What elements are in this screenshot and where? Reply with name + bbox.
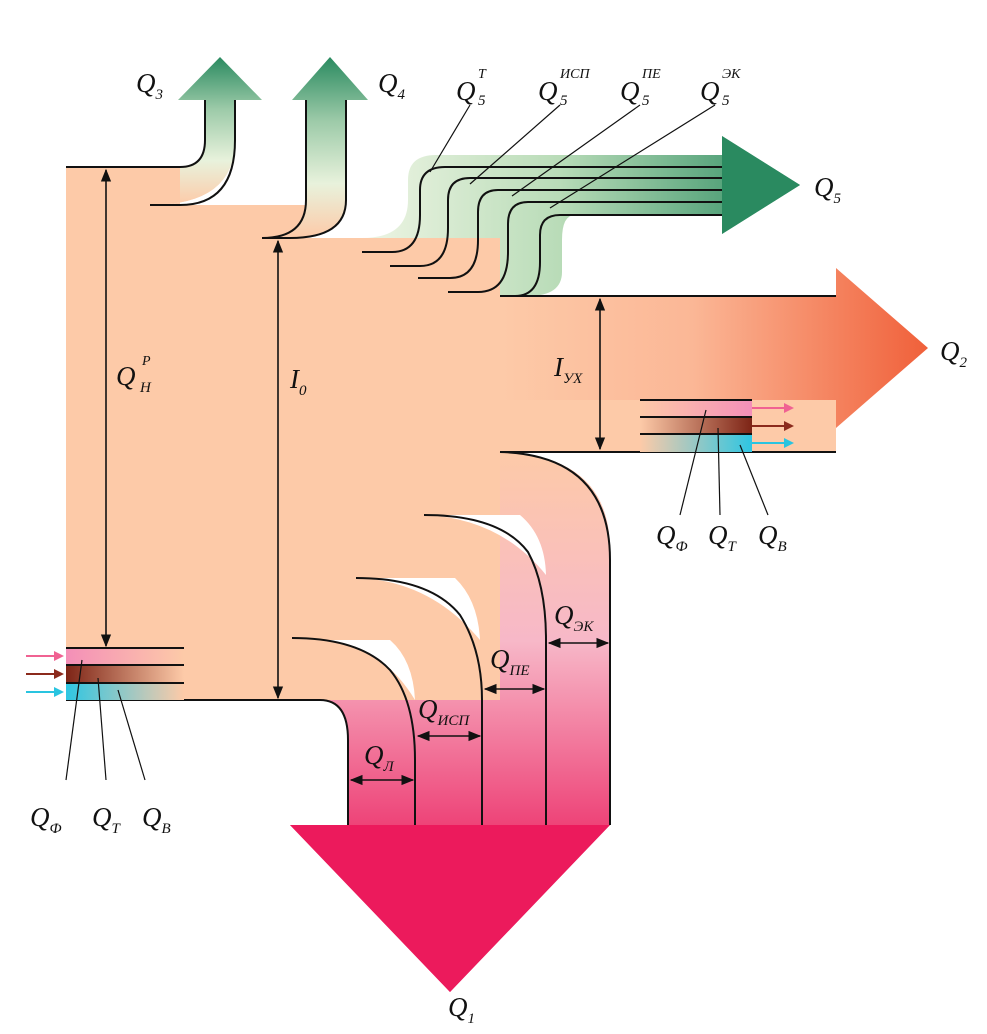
svg-text:ПЕ: ПЕ <box>641 67 661 82</box>
svg-text:QЛ: QЛ <box>364 740 395 775</box>
svg-text:Р: Р <box>141 354 151 369</box>
svg-text:Q2: Q2 <box>940 336 968 371</box>
svg-text:ИСП: ИСП <box>559 67 590 82</box>
svg-text:Н: Н <box>139 380 152 396</box>
svg-text:QФ: QФ <box>656 520 688 555</box>
right-input-bands <box>640 399 752 452</box>
loss-notch-isp <box>356 578 480 640</box>
svg-text:Q4: Q4 <box>378 68 406 103</box>
svg-text:Q: Q <box>620 76 640 106</box>
label-q5-pe: Q ПЕ 5 <box>620 67 661 109</box>
svg-text:QЭК: QЭК <box>554 600 594 635</box>
svg-text:5: 5 <box>560 93 568 109</box>
svg-text:Q5: Q5 <box>814 172 842 207</box>
svg-text:QТ: QТ <box>92 802 122 837</box>
left-input-arrows <box>26 651 64 697</box>
svg-text:Q: Q <box>116 361 136 391</box>
q4-flow <box>262 57 368 238</box>
label-q1: Q1 <box>448 992 475 1027</box>
label-q4: Q4 <box>378 68 406 103</box>
q5-arrowhead <box>722 136 800 234</box>
svg-text:5: 5 <box>722 93 730 109</box>
loss-notch-l <box>318 640 415 700</box>
label-q2: Q2 <box>940 336 968 371</box>
label-q5-isp: Q ИСП 5 <box>538 67 590 109</box>
svg-text:Т: Т <box>478 67 487 82</box>
svg-text:QИСП: QИСП <box>418 694 470 729</box>
svg-text:ЭК: ЭК <box>722 67 741 82</box>
svg-text:Q1: Q1 <box>448 992 475 1027</box>
q5-flow <box>362 136 800 296</box>
label-qn-p: Q Р Н <box>116 354 152 396</box>
svg-text:Q: Q <box>456 76 476 106</box>
label-q-t-left: QТ <box>92 802 122 837</box>
q1-band-lines <box>291 451 611 825</box>
dimension-arrows <box>100 168 610 786</box>
svg-text:QВ: QВ <box>758 520 787 555</box>
svg-text:QФ: QФ <box>30 802 62 837</box>
svg-text:I0: I0 <box>289 364 307 399</box>
q2-flow <box>500 268 928 428</box>
loss-notch-pe <box>424 515 546 575</box>
svg-text:5: 5 <box>478 93 486 109</box>
label-q-isp: QИСП <box>418 694 470 729</box>
label-q-t-right: QТ <box>708 520 738 555</box>
svg-text:QВ: QВ <box>142 802 171 837</box>
svg-text:5: 5 <box>642 93 650 109</box>
svg-text:QТ: QТ <box>708 520 738 555</box>
svg-text:Q3: Q3 <box>136 68 163 103</box>
right-output-arrows <box>752 403 794 448</box>
main-flow-body <box>66 110 836 700</box>
label-q-f-right: QФ <box>656 520 688 555</box>
label-q-pe: QПЕ <box>490 644 530 679</box>
label-q-ek: QЭК <box>554 600 594 635</box>
label-q-b-left: QВ <box>142 802 171 837</box>
label-q5-ek: Q ЭК 5 <box>700 67 741 109</box>
label-i0: I0 <box>289 364 307 399</box>
left-input-bands <box>66 647 184 700</box>
q2-body-fill <box>500 400 640 452</box>
leader-lines <box>65 104 769 781</box>
svg-text:Q: Q <box>538 76 558 106</box>
svg-text:Q: Q <box>700 76 720 106</box>
label-q5: Q5 <box>814 172 842 207</box>
svg-text:IУХ: IУХ <box>553 352 583 387</box>
svg-text:QПЕ: QПЕ <box>490 644 530 679</box>
label-iux: IУХ <box>553 352 583 387</box>
label-q5-t: Q Т 5 <box>456 67 487 109</box>
label-q-f-left: QФ <box>30 802 62 837</box>
label-q3: Q3 <box>136 68 163 103</box>
label-q-b-right: QВ <box>758 520 787 555</box>
label-q-l: QЛ <box>364 740 395 775</box>
q1-arrowhead <box>290 825 610 992</box>
